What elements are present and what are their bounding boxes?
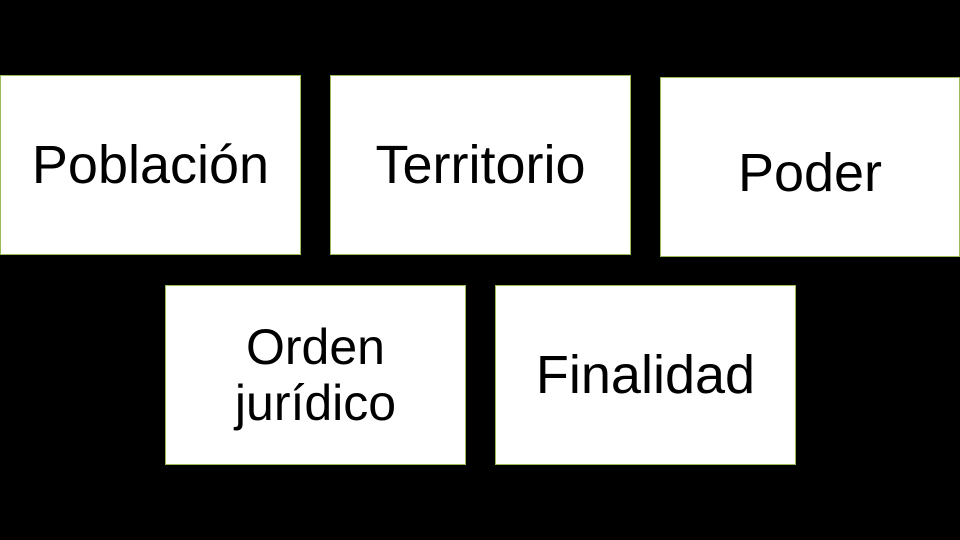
box-label-finalidad: Finalidad (535, 344, 756, 405)
box-territorio: Territorio (330, 75, 631, 255)
box-label-territorio: Territorio (375, 134, 586, 195)
box-orden-juridico: Orden jurídico (165, 285, 466, 465)
box-label-orden-juridico: Orden jurídico (235, 319, 396, 431)
box-label-line-juridico: jurídico (234, 375, 397, 431)
box-poder: Poder (660, 77, 960, 257)
box-poblacion: Población (0, 75, 301, 255)
box-finalidad: Finalidad (495, 285, 796, 465)
box-label-poder: Poder (737, 142, 883, 203)
box-label-poblacion: Población (31, 134, 270, 195)
box-label-line-orden: Orden (246, 319, 385, 375)
